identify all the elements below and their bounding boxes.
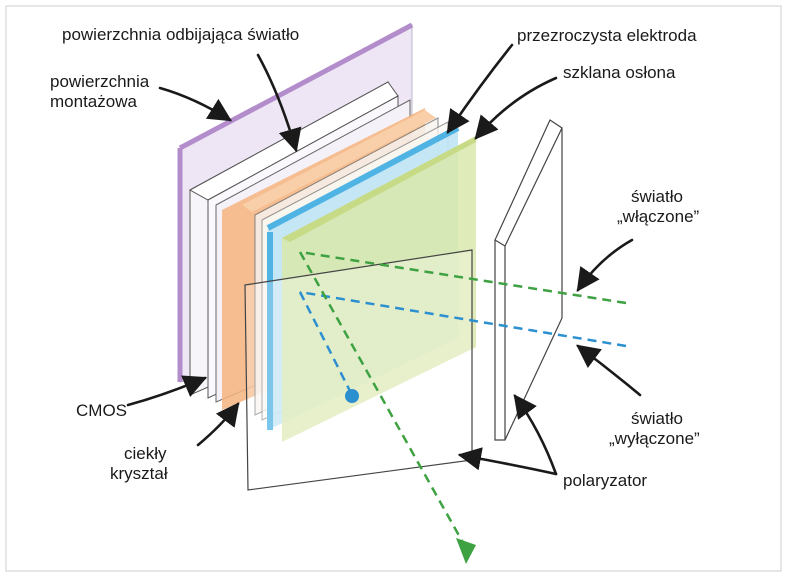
pointer-mounting-surface — [158, 86, 232, 122]
pointer-light-off — [576, 344, 642, 397]
label-transparent-electrode: przezroczysta elektroda — [517, 26, 697, 45]
pointer-polarizer-right — [513, 394, 558, 476]
label-polarizer: polaryzator — [563, 471, 647, 490]
label-reflective-surface: powierzchnia odbijająca światło — [62, 25, 299, 44]
pointer-liquid-crystal — [196, 402, 240, 447]
label-light-off-2: „wyłączone” — [609, 429, 700, 448]
label-cmos: CMOS — [76, 401, 127, 420]
pointer-transparent-electrode — [446, 43, 514, 134]
liquid-crystal-top — [242, 110, 436, 212]
transparent-electrode-edge — [266, 125, 460, 231]
front-polarizer — [244, 249, 473, 491]
label-glass-cover: szklana osłona — [563, 63, 676, 82]
light-off-beam — [299, 290, 627, 348]
light-off-reflected-beam — [298, 291, 354, 396]
image-border — [5, 5, 782, 572]
pointer-polarizer-front — [457, 447, 558, 476]
label-light-on-1: światło — [631, 187, 683, 206]
pointer-light-on — [576, 238, 634, 292]
light-on-output-arrowhead — [456, 538, 476, 564]
pointer-cmos — [126, 375, 208, 407]
right-polarizer — [494, 119, 563, 441]
label-mounting-surface-2: montażowa — [50, 92, 137, 111]
right-polarizer-top — [504, 127, 563, 247]
label-light-off-1: światło — [631, 409, 683, 428]
reflective-surface-edge — [178, 22, 414, 151]
pointer-glass-cover — [474, 76, 558, 140]
label-liquid-crystal-2: kryształ — [110, 464, 168, 483]
green-glass-top — [282, 136, 476, 242]
label-liquid-crystal-1: ciekły — [124, 444, 167, 463]
pointer-reflective-surface — [256, 53, 302, 153]
right-polarizer-corner — [494, 239, 506, 247]
light-off-absorbed-dot — [345, 389, 359, 403]
label-mounting-surface-1: powierzchnia — [50, 72, 150, 91]
label-light-on-2: „włączone” — [617, 207, 700, 226]
light-on-beam — [299, 250, 627, 305]
light-on-reflected-beam — [298, 251, 468, 549]
